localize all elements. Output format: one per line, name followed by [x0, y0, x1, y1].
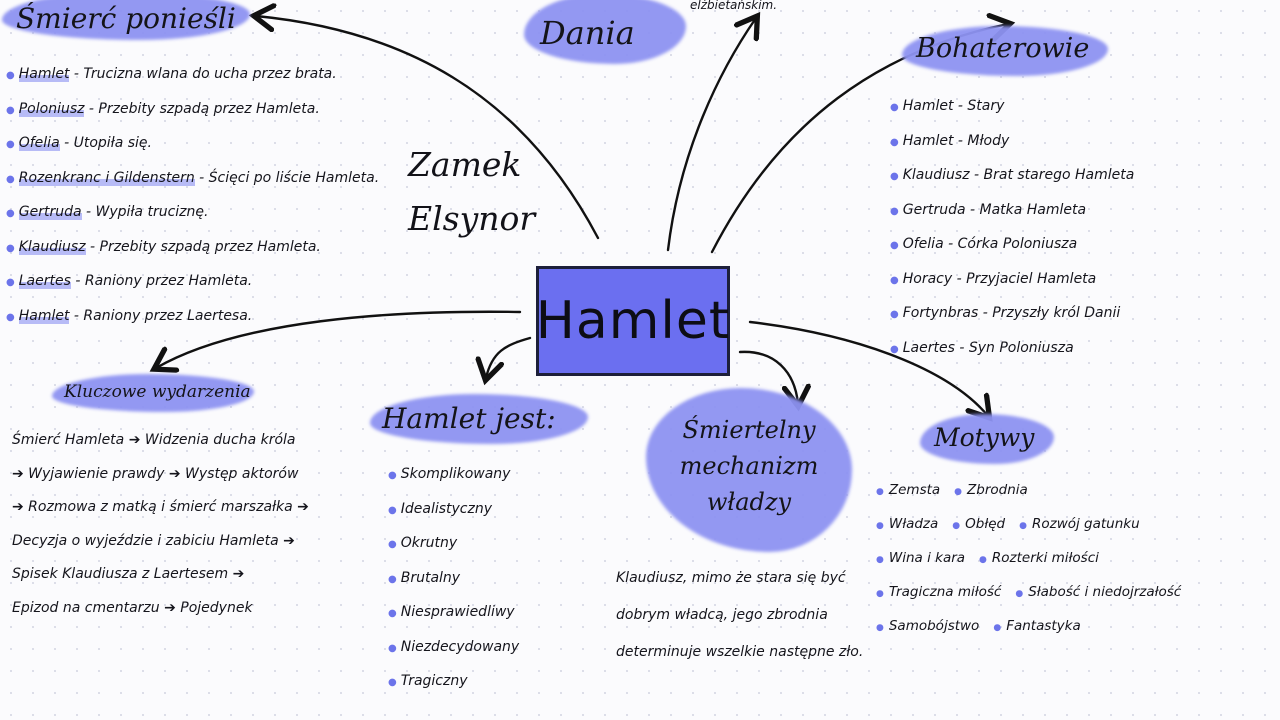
list-item: ●Hamlet - Stary [890, 98, 1005, 114]
list-item: ●Gertruda - Wypiła truciznę. [6, 204, 209, 220]
list-item: ●Idealistyczny [388, 500, 492, 517]
hamlet-is-title-highlight [370, 394, 588, 444]
motifs-title: Motywy [934, 423, 1035, 452]
castle-label-line-1: Zamek [408, 145, 522, 184]
list-item: ●Laertes - Raniony przez Hamleta. [6, 273, 253, 289]
list-item: ●Fortynbras - Przyszły król Danii [890, 305, 1121, 321]
list-item: ●Okrutny [388, 535, 458, 551]
list-item: ●Hamlet - Trucizna wlana do ucha przez b… [6, 66, 337, 82]
arrow-to-power [738, 350, 798, 404]
motifs-row: ●Wina i kara●Rozterki miłości [876, 550, 1099, 566]
motifs-row: ●Władza●Obłęd●Rozwój gatunku [876, 516, 1140, 532]
motifs-row: ●Tragiczna miłość●Słabość i niedojrzałoś… [876, 584, 1182, 600]
arrow-to-hamlet-is [486, 336, 532, 378]
dania-highlight [524, 0, 686, 64]
power-title-line-1: Śmiertelny [682, 416, 816, 444]
list-item: Epizod na cmentarzu ➔ Pojedynek [12, 599, 253, 616]
list-item: Śmierć Hamleta ➔ Widzenia ducha króla [12, 432, 296, 448]
motifs-title-highlight [920, 414, 1054, 464]
power-title-line-3: władzy [706, 488, 792, 516]
characters-title-highlight [902, 26, 1108, 76]
motifs-row: ●Samobójstwo●Fantastyka [876, 618, 1081, 634]
list-item: Spisek Klaudiusza z Laertesem ➔ [12, 566, 245, 582]
dania-label: Dania [540, 14, 635, 52]
list-item: ●Klaudiusz - Przebity szpadą przez Hamle… [6, 238, 321, 255]
characters-list: ●Hamlet - Stary ●Hamlet - Młody ●Klaudiu… [890, 90, 1134, 366]
motifs-row: ●Zemsta●Zbrodnia [876, 482, 1028, 498]
characters-title: Bohaterowie [916, 33, 1090, 64]
power-description: Klaudiusz, mimo że stara się być dobrym … [616, 570, 864, 660]
list-item: ➔ Rozmowa z matką i śmierć marszałka ➔ [12, 499, 309, 515]
list-item: ●Horacy - Przyjaciel Hamleta [890, 270, 1097, 287]
key-events-list: Śmierć Hamleta ➔ Widzenia ducha króla ➔ … [12, 424, 309, 625]
castle-label: Zamek Elsynor [408, 138, 535, 246]
castle-label-line-2: Elsynor [408, 199, 536, 238]
list-item: ●Tragiczny [388, 673, 468, 689]
list-item: ●Hamlet - Młody [890, 132, 1010, 149]
deaths-title: Śmierć ponieśli [16, 2, 236, 35]
list-item: ●Poloniusz - Przebity szpadą przez Hamle… [6, 100, 320, 117]
arrow-to-deaths [256, 16, 600, 240]
list-item: ●Hamlet - Raniony przez Laertesa. [6, 307, 253, 324]
list-item: ●Skomplikowany [388, 466, 511, 482]
list-item: ●Gertruda - Matka Hamleta [890, 201, 1087, 218]
hamlet-is-list: ●Skomplikowany ●Idealistyczny ●Okrutny ●… [388, 458, 519, 700]
list-item: ➔ Wyjawienie prawdy ➔ Występ aktorów [12, 465, 299, 482]
power-title-line-2: mechanizm [679, 452, 819, 480]
list-item: ●Brutalny [388, 569, 461, 586]
arrow-to-motifs [748, 320, 988, 416]
deaths-list: ●Hamlet - Trucizna wlana do ucha przez b… [6, 58, 379, 334]
key-events-title: Kluczowe wydarzenia [64, 382, 251, 402]
list-item: ●Niesprawiedliwy [388, 604, 515, 620]
arrow-to-era [666, 18, 756, 252]
key-events-title-highlight [52, 374, 254, 412]
list-item: Decyzja o wyjeździe i zabiciu Hamleta ➔ [12, 532, 295, 549]
center-node-title: Hamlet [535, 291, 731, 351]
list-item: ●Rozenkranc i Gildenstern - Ścięci po li… [6, 169, 380, 186]
list-item: ●Ofelia - Córka Poloniusza [890, 236, 1078, 252]
deaths-title-highlight [2, 0, 250, 40]
era-note: elżbietańskim. [690, 0, 778, 12]
list-item: ●Laertes - Syn Poloniusza [890, 339, 1074, 356]
list-item: ●Niezdecydowany [388, 638, 520, 655]
list-item: ●Klaudiusz - Brat starego Hamleta [890, 167, 1135, 183]
power-title: Śmiertelny mechanizm władzy [664, 412, 834, 520]
list-item: ●Ofelia - Utopiła się. [6, 135, 152, 151]
center-node: Hamlet [536, 266, 730, 376]
hamlet-is-title: Hamlet jest: [382, 402, 556, 435]
arrow-to-key-events [156, 310, 522, 368]
